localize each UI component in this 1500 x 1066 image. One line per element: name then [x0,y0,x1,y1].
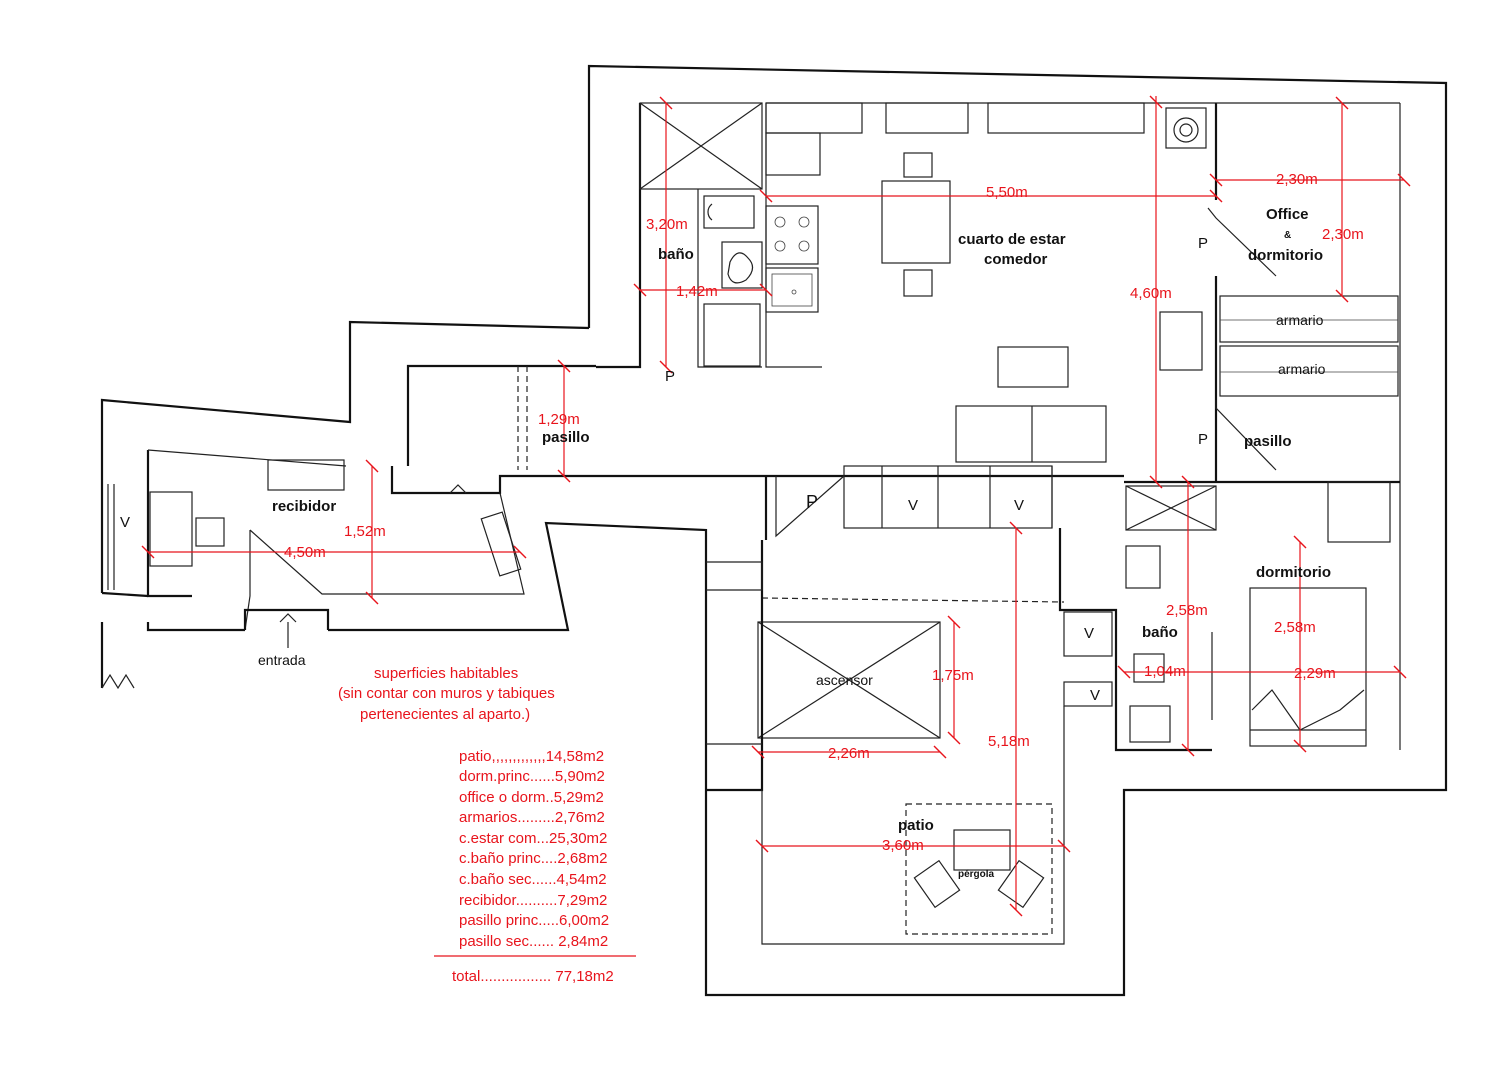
area-table: patio,,,,,,,,,,,,,14,58m2 dorm.princ....… [452,748,614,985]
patio-label: patio [898,817,934,834]
ventana-symbol: V [908,497,918,514]
dim-office-width: 2,30m [1276,171,1318,188]
area-row: pasillo princ.....6,00m2 [459,912,609,929]
area-row: patio,,,,,,,,,,,,,14,58m2 [459,748,604,765]
ventana-symbol: V [1014,497,1024,514]
dim-dorm-width: 2,29m [1294,665,1336,682]
outer-walls [100,64,1448,997]
dim-patio-length: 5,18m [988,733,1030,750]
pillar-symbol: P [806,492,818,512]
recibidor-label: recibidor [272,498,336,515]
interior-walls [107,102,1401,945]
dimension-lines [141,95,1411,957]
office-label: Office [1266,206,1309,223]
ventana-symbol: V [1090,687,1100,704]
note-line-2: (sin contar con muros y tabiques [338,685,555,702]
cuarto-estar-label: cuarto de estar [958,231,1066,248]
area-row: dorm.princ......5,90m2 [459,768,605,785]
dim-recibidor-height: 1,52m [344,523,386,540]
dim-dorm-height-outer: 2,58m [1166,602,1208,619]
ventana-symbol: V [1084,625,1094,642]
pillar-symbol: P [1198,431,1208,448]
armario-label-1: armario [1276,312,1324,328]
armario-label-2: armario [1278,361,1326,377]
dim-office-height: 2,30m [1322,226,1364,243]
area-row: c.baño princ....2,68m2 [459,850,607,867]
area-row: c.baño sec......4,54m2 [459,871,607,888]
area-row: office o dorm..5,29m2 [459,789,604,806]
dim-estar-height: 4,60m [1130,285,1172,302]
comedor-label: comedor [984,251,1048,268]
dim-dorm-height: 2,58m [1274,619,1316,636]
dim-bano-height: 3,20m [646,216,688,233]
office-ampersand: & [1284,230,1291,241]
dim-estar-width: 5,50m [986,184,1028,201]
dim-bano-sec-width: 1,04m [1144,663,1186,680]
dim-recibidor-width: 4,50m [284,544,326,561]
note-line-3: pertenecientes al aparto.) [360,706,530,723]
area-row: c.estar com...25,30m2 [459,830,607,847]
dim-bano-width: 1,42m [676,283,718,300]
dim-pasillo-width: 1,29m [538,411,580,428]
pillar-symbol: P [665,368,675,385]
ventana-symbol: V [120,514,130,531]
pergola-label: pérgola [958,869,995,880]
ascensor-label: ascensor [816,672,873,688]
area-total: total................. 77,18m2 [452,968,614,985]
office-dormitorio-label: dormitorio [1248,247,1323,264]
pasillo-secundario-label: pasillo [1244,433,1292,450]
dim-ascensor-height: 1,75m [932,667,974,684]
entrada-label: entrada [258,652,306,668]
area-row: recibidor..........7,29m2 [459,892,607,909]
dim-patio-width: 3,60m [882,837,924,854]
bano-secundario-label: baño [1142,624,1178,641]
dim-ascensor-width: 2,26m [828,745,870,762]
note-line-1: superficies habitables [374,665,518,682]
dormitorio-label: dormitorio [1256,564,1331,581]
pasillo-principal-label: pasillo [542,429,590,446]
area-row: pasillo sec...... 2,84m2 [459,933,608,950]
bano-principal-label: baño [658,246,694,263]
pillar-symbol: P [1198,235,1208,252]
area-row: armarios.........2,76m2 [459,809,605,826]
